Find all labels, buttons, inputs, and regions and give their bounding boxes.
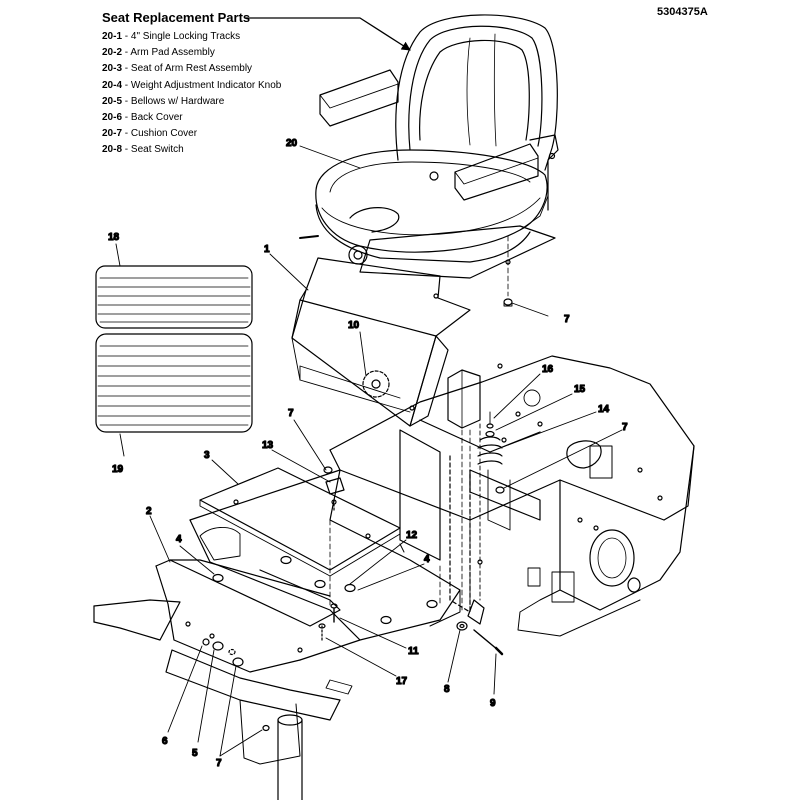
legend-item: 20-7 - Cushion Cover [102,126,281,142]
callout-3: 3 [204,450,210,461]
callouts: 20 1 18 19 7 10 16 15 14 7 7 13 3 2 4 12… [107,137,628,769]
legend-item: 20-3 - Seat of Arm Rest Assembly [102,61,281,77]
legend-code: 20-2 [102,47,123,59]
callout-1: 1 [264,244,270,255]
legend-code: 20-8 [102,144,123,156]
callout-19: 19 [112,464,124,475]
legend-item: 20-1 - 4" Single Locking Tracks [102,29,281,45]
decal-18 [95,265,253,329]
bracket-plate [199,467,401,577]
front-frame-tube [93,599,353,800]
callout-13: 13 [262,440,274,451]
legend-item: 20-6 - Back Cover [102,110,281,126]
legend-code: 20-3 [102,63,123,75]
callout-7-right: 7 [622,422,628,433]
callout-16: 16 [542,364,554,375]
seat-platform [291,257,471,427]
legend-item: 20-4 - Weight Adjustment Indicator Knob [102,78,281,94]
mower-frame [189,355,695,661]
callout-11: 11 [408,646,419,657]
callout-7-bottom: 7 [216,758,222,769]
callout-2: 2 [146,506,152,517]
legend-text: - Bellows w/ Hardware [122,95,225,107]
callout-15: 15 [574,384,586,395]
legend-item: 20-5 - Bellows w/ Hardware [102,94,281,110]
legend-code: 20-5 [102,95,123,107]
callout-12: 12 [406,530,418,541]
callout-18: 18 [108,232,120,243]
legend-text: - Cushion Cover [122,128,198,140]
callout-9: 9 [490,698,496,709]
legend-text: - 4" Single Locking Tracks [122,31,241,42]
callout-7-mid: 7 [288,408,294,419]
legend-text: - Seat of Arm Rest Assembly [122,63,253,75]
callout-4-left: 4 [176,534,182,545]
hardware [202,298,513,732]
assembly-guide-lines [329,235,509,611]
legend-code: 20-4 [102,79,123,91]
seat-support-plate [155,559,341,673]
callout-5: 5 [192,748,198,759]
legend-code: 20-6 [102,112,123,124]
legend-text: - Seat Switch [122,144,184,156]
legend-item: 20-8 - Seat Switch [102,142,281,158]
parts-legend: Seat Replacement Parts 20-1 - 4" Single … [102,10,281,159]
legend-code: 20-7 [102,128,123,140]
callout-7-upper: 7 [564,314,570,325]
callout-8: 8 [444,684,450,695]
legend-text: - Back Cover [122,112,183,124]
legend-code: 20-1 [102,31,123,42]
callout-20: 20 [286,138,298,149]
seat-assembly [299,14,559,279]
legend-pointer-arrow [245,17,411,51]
decal-19 [95,333,253,433]
document-number: 5304375A [657,6,708,18]
leader-lines [115,145,623,757]
callout-17: 17 [396,676,408,687]
callout-10: 10 [348,320,360,331]
callout-6: 6 [162,736,168,747]
callout-4-right: 4 [424,554,430,565]
legend-text: - Arm Pad Assembly [122,47,215,59]
legend-text: - Weight Adjustment Indicator Knob [122,79,282,91]
legend-item: 20-2 - Arm Pad Assembly [102,45,281,61]
legend-title: Seat Replacement Parts [102,10,251,25]
callout-14: 14 [598,404,610,415]
